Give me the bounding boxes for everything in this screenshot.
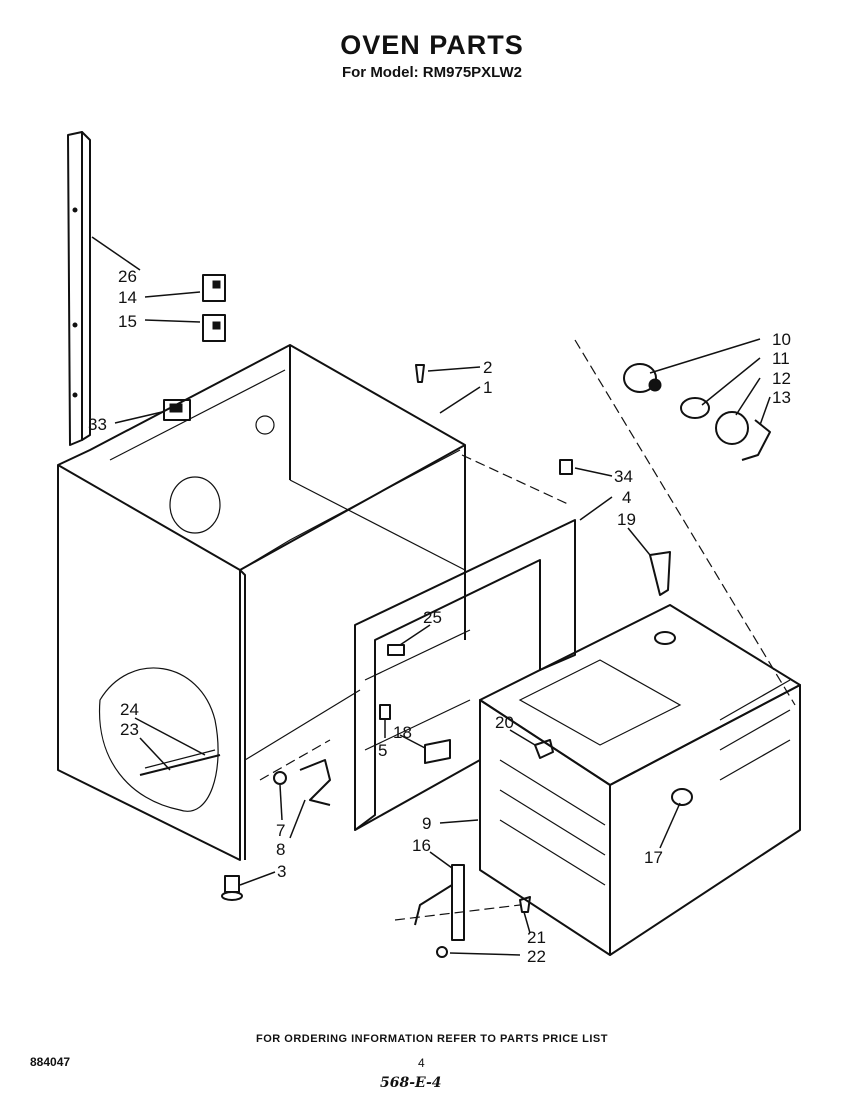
callout-25: 25 <box>423 608 442 627</box>
callout-21: 21 <box>527 928 546 947</box>
callout-7: 7 <box>276 821 285 840</box>
model-subtitle: For Model: RM975PXLW2 <box>341 64 523 81</box>
part-26-side-trim <box>67 131 91 446</box>
callout-9: 9 <box>422 814 431 833</box>
part-9-oven-liner <box>479 604 801 956</box>
callout-16: 16 <box>412 836 431 855</box>
part-8-bracket <box>299 759 331 806</box>
callout-8: 8 <box>276 840 285 859</box>
part-21-screw <box>519 896 531 913</box>
leader-lines <box>91 236 771 956</box>
part-24-23-element <box>139 749 221 776</box>
callout-11: 11 <box>772 349 790 368</box>
part-2-screw <box>415 364 425 383</box>
part-20-clip <box>534 739 554 759</box>
ordering-info-note: FOR ORDERING INFORMATION REFER TO PARTS … <box>256 1033 608 1045</box>
callout-10: 10 <box>772 330 791 349</box>
part-3-leveling-foot <box>221 875 243 901</box>
callout-19: 19 <box>617 510 636 529</box>
callout-23: 23 <box>120 720 139 739</box>
callout-3: 3 <box>277 862 286 881</box>
part-7-washer <box>273 771 287 785</box>
callout-22: 22 <box>527 947 546 966</box>
callout-13: 13 <box>772 388 791 407</box>
part-17-button <box>671 788 693 806</box>
part-34-plug <box>559 459 573 475</box>
part-10-13-light-assembly <box>623 363 771 461</box>
callout-labels: 26 14 15 33 2 1 34 4 19 10 11 12 13 25 2… <box>88 267 791 966</box>
page-title: OVEN PARTS <box>340 30 524 60</box>
handwritten-code: 568-E-4 <box>380 1075 442 1091</box>
callout-20: 20 <box>495 713 514 732</box>
callout-4: 4 <box>622 488 631 507</box>
callout-1: 1 <box>483 378 492 397</box>
part-14-clip <box>202 274 226 302</box>
page-number: 4 <box>418 1056 425 1070</box>
part-4-front-frame <box>354 519 576 831</box>
callout-26: 26 <box>118 267 137 286</box>
callout-12: 12 <box>772 369 791 388</box>
callout-15: 15 <box>118 312 137 331</box>
callout-24: 24 <box>120 700 139 719</box>
callout-5: 5 <box>378 741 387 760</box>
callout-34: 34 <box>614 467 633 486</box>
callout-14: 14 <box>118 288 137 307</box>
callout-2: 2 <box>483 358 492 377</box>
part-16-hinge <box>414 864 465 941</box>
part-19-knob <box>649 551 676 645</box>
callout-17: 17 <box>644 848 663 867</box>
part-25-sensor <box>387 644 405 656</box>
cabinet-body <box>57 344 466 861</box>
part-22-washer <box>436 946 448 958</box>
callout-18: 18 <box>393 723 412 742</box>
part-15-clip <box>202 314 226 342</box>
document-number: 884047 <box>30 1055 71 1069</box>
part-18-bracket <box>424 739 451 764</box>
part-5-bracket <box>379 704 391 720</box>
callout-33: 33 <box>88 415 107 434</box>
